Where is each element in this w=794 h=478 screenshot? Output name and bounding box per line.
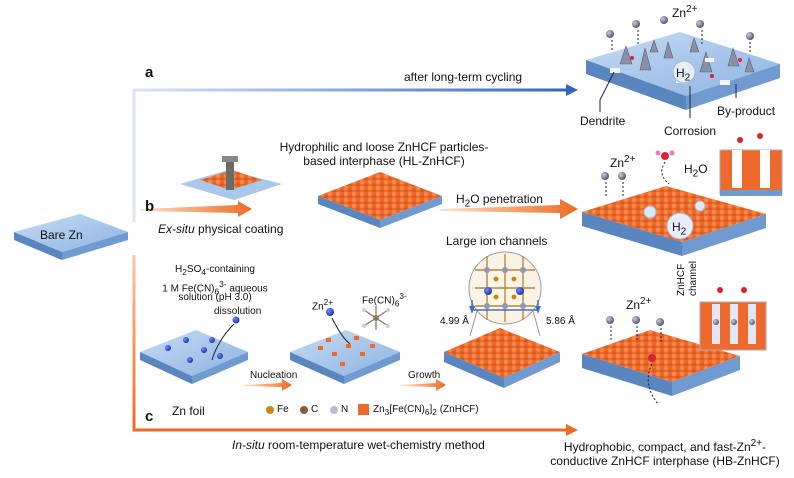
fecn6-molecule-icon — [362, 306, 390, 330]
h2-label-b: H2 — [672, 220, 687, 238]
solution-line2: 1 M Fe(CN)63- aqueous — [162, 279, 268, 297]
panel-label-c: c — [145, 408, 154, 425]
hl-inset — [719, 149, 783, 195]
dendrite-label: Dendrite — [580, 114, 626, 128]
insitu-method: In-situ room-temperature wet-chemistry m… — [232, 438, 485, 452]
arrow-growth — [400, 379, 446, 391]
zn-ion-label-c: Zn2+ — [312, 297, 334, 313]
znhcf-legend-icon — [358, 404, 369, 415]
fecn6-label: Fe(CN)63- — [362, 291, 407, 309]
legend-znhcf: Zn3[Fe(CN)6]2 (ZnHCF) — [373, 404, 479, 417]
panel-label-b: b — [145, 198, 155, 215]
legend-glyphs — [266, 404, 369, 415]
legend-n: N — [341, 404, 349, 415]
hb-result-line1: Hydrophobic, compact, and fast-Zn2+- — [563, 438, 767, 454]
ion-channel-lattice — [468, 251, 542, 325]
bare-zn-slab — [14, 214, 128, 260]
hb-znhcf-result — [582, 287, 767, 405]
arrow-path-a — [132, 84, 578, 222]
legend-c: C — [311, 404, 319, 415]
cycled-zn-slab — [586, 16, 780, 118]
arrow-nucleation — [244, 379, 292, 391]
solution-line1: H2SO4-containing — [175, 264, 255, 277]
hl-znhcf-slab — [318, 172, 442, 228]
h2o-penetration-label: H2O penetration — [456, 192, 543, 210]
arrow-path-c — [132, 255, 578, 436]
channel-label-2: channel — [688, 260, 699, 296]
growth-label: Growth — [408, 370, 441, 381]
h2-label-a: H2 — [676, 66, 691, 84]
ion-channels-title: Large ion channels — [446, 234, 548, 248]
zn-ion-label-b: Zn2+ — [610, 154, 636, 170]
zn-foil-label: Zn foil — [172, 404, 205, 418]
panel-label-a: a — [145, 64, 154, 81]
nucleation-slab — [290, 306, 400, 384]
zn-ion-label-a: Zn2+ — [672, 4, 698, 20]
dim-label-1: 4.99 Å — [440, 316, 469, 327]
hl-title-line1: Hydrophilic and loose ZnHCF particles- — [279, 140, 489, 154]
caption-after-cycling: after long-term cycling — [404, 70, 523, 84]
byproduct-label: By-product — [717, 104, 776, 118]
dim-label-2: 5.86 Å — [546, 316, 575, 327]
corrosion-label: Corrosion — [664, 124, 717, 138]
h2o-label-b: H2O — [684, 162, 708, 180]
h2-bubble-icon — [666, 212, 694, 240]
arrow-path-b — [140, 199, 578, 219]
coating-apparatus — [180, 156, 282, 200]
c-legend-icon — [300, 406, 308, 414]
exsitu-method: Ex-situ physical coating — [158, 222, 284, 236]
dissolution-label: dissolution — [214, 306, 262, 317]
n-legend-icon — [330, 406, 338, 414]
zn-ion-label-c-right: Zn2+ — [626, 296, 652, 312]
fe-legend-icon — [266, 406, 274, 414]
channel-label-1: ZnHCF — [676, 263, 687, 296]
h2-bubble-icon — [672, 60, 696, 84]
solution-line3: solution (pH 3.0) — [178, 292, 252, 303]
zn-foil-slab — [140, 316, 248, 384]
hl-title-line2: based interphase (HL-ZnHCF) — [303, 154, 465, 168]
bare-zn-label: Bare Zn — [40, 228, 83, 242]
hb-result-line2: conductive ZnHCF interphase (HB-ZnHCF) — [550, 454, 780, 468]
nucleation-label: Nucleation — [250, 370, 298, 381]
hl-znhcf-result — [582, 133, 783, 256]
legend-fe: Fe — [277, 404, 289, 415]
